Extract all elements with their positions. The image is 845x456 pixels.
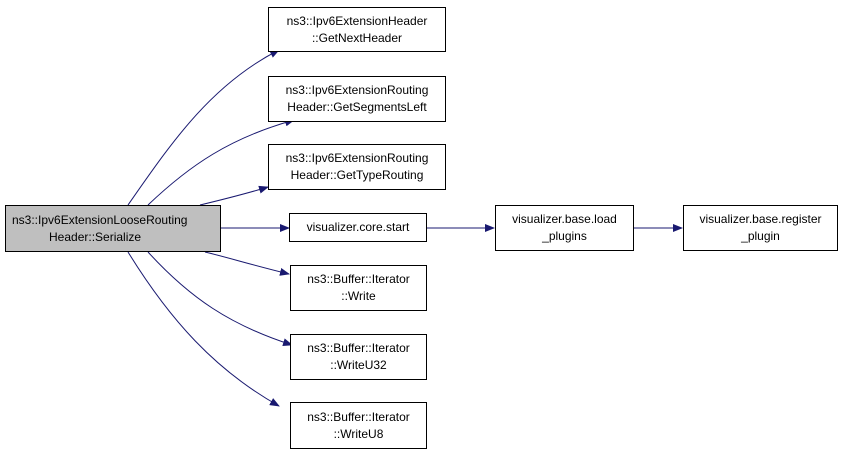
node-get-segments-left-line2: Header::GetSegmentsLeft (287, 100, 427, 114)
node-get-segments-left-line1: ns3::Ipv6ExtensionRouting (285, 83, 429, 97)
node-load-plugins-line1: visualizer.base.load (512, 212, 617, 226)
edge-root-get-segments-left (147, 118, 295, 206)
node-root-serialize[interactable]: ns3::Ipv6ExtensionLooseRouting Header::S… (5, 205, 221, 252)
node-buffer-write-u8-line2: ::WriteU8 (333, 426, 384, 441)
node-root-line1: ns3::Ipv6ExtensionLooseRouting (12, 212, 188, 227)
node-buffer-write-line2: ::Write (341, 289, 376, 303)
node-get-next-header[interactable]: ns3::Ipv6ExtensionHeader ::GetNextHeader (268, 7, 446, 52)
edge-root-write-u8 (127, 251, 280, 407)
node-get-next-header-line1: ns3::Ipv6ExtensionHeader (286, 13, 428, 28)
node-register-plugin-line1: visualizer.base.register (699, 212, 822, 226)
node-core-start-line1: visualizer.core.start (306, 220, 410, 234)
node-get-segments-left[interactable]: ns3::Ipv6ExtensionRouting Header::GetSeg… (268, 76, 446, 122)
node-get-type-routing-line2: Header::GetTypeRouting (290, 168, 424, 182)
node-buffer-write-u8-line1: ns3::Buffer::Iterator (307, 409, 410, 424)
node-root-line2: Header::Serialize (49, 229, 142, 244)
node-buffer-write-u32-line1: ns3::Buffer::Iterator (307, 341, 410, 355)
node-buffer-write-u8[interactable]: ns3::Buffer::Iterator ::WriteU8 (290, 402, 427, 449)
edge-root-write (204, 251, 290, 276)
node-register-plugin-line2: _plugin (741, 229, 780, 243)
node-buffer-write-line1: ns3::Buffer::Iterator (307, 272, 410, 286)
node-buffer-write-u32-line2: ::WriteU32 (330, 358, 387, 372)
edge-root-write-u32 (147, 251, 293, 347)
node-register-plugin[interactable]: visualizer.base.register _plugin (683, 205, 838, 251)
edge-root-get-type-routing (199, 185, 269, 206)
edge-root-get-next-header (127, 49, 280, 206)
node-core-start[interactable]: visualizer.core.start (289, 213, 427, 242)
node-buffer-write[interactable]: ns3::Buffer::Iterator ::Write (290, 265, 427, 311)
node-load-plugins[interactable]: visualizer.base.load _plugins (495, 205, 634, 251)
node-buffer-write-u32[interactable]: ns3::Buffer::Iterator ::WriteU32 (290, 334, 427, 380)
node-get-type-routing-line1: ns3::Ipv6ExtensionRouting (285, 151, 429, 165)
node-get-next-header-line2: ::GetNextHeader (311, 30, 403, 45)
node-load-plugins-line2: _plugins (542, 229, 587, 243)
node-get-type-routing[interactable]: ns3::Ipv6ExtensionRouting Header::GetTyp… (268, 144, 446, 190)
